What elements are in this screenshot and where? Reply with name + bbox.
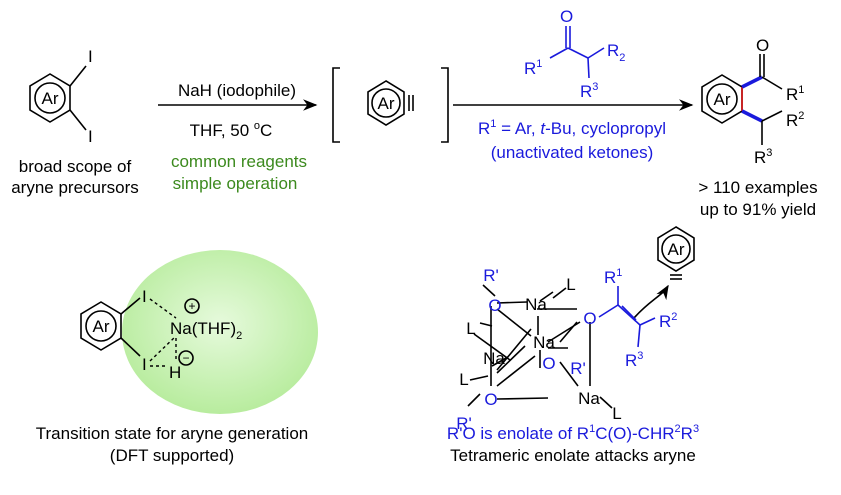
ts-caption-2: (DFT supported) [110, 446, 234, 465]
rprime-bottom: R' [456, 414, 472, 433]
rprime-middle: R' [570, 359, 586, 378]
sodium-2: Na [533, 333, 555, 352]
examples-count: > 110 examples [698, 178, 817, 197]
new-bond-acyl [741, 75, 763, 89]
oxygen-3: O [542, 354, 555, 373]
product-r3: R3 [754, 147, 772, 167]
reactant-iodine-2: I [88, 127, 93, 146]
ketone-r1: R1 [524, 58, 542, 78]
arrow2-unactivated: (unactivated ketones) [491, 143, 654, 162]
ts-sodium: Na(THF)2 [170, 319, 242, 342]
diiodoarene-reactant: Ar I I [29, 47, 93, 146]
oxygen-2: O [583, 309, 596, 328]
scope-line-2: aryne precursors [11, 178, 139, 197]
enolate-r3: R3 [625, 350, 643, 370]
arrow1-conditions: THF, 50 oC [190, 120, 273, 140]
ts-hydride: H [169, 363, 181, 382]
attack-arrow [633, 284, 669, 319]
reactant-iodine-1: I [88, 47, 93, 66]
ketone-r2: R2 [607, 41, 625, 64]
ts-ring-label: Ar [93, 317, 110, 336]
right-bracket [441, 67, 449, 143]
enolate-caption: R'O is enolate of R1C(O)-CHR2R3 [447, 423, 699, 443]
max-yield: up to 91% yield [700, 200, 816, 219]
aryne-intermediate: Ar [332, 67, 449, 143]
new-bond-alkyl [741, 109, 763, 123]
oxygen-4: O [484, 390, 497, 409]
left-bracket [332, 67, 340, 143]
enolate-tetramer: R' O Na L L Na O Na O R' L O Na L R' R1 … [456, 266, 677, 433]
green-note-1: common reagents [171, 152, 307, 171]
product-r2: R2 [786, 110, 804, 130]
aryne-attacked: Ar [633, 226, 695, 319]
ligand-1: L [566, 275, 575, 294]
product: Ar O R1 R2 R3 [701, 36, 804, 167]
enolate-r1: R1 [604, 267, 622, 287]
sodium-1: Na [525, 295, 547, 314]
ligand-3: L [459, 370, 468, 389]
aryne-ring-label: Ar [378, 94, 395, 113]
ketone-substrate: O R1 R2 R3 [524, 7, 625, 101]
ligand-4: L [612, 404, 621, 423]
positive-charge: + [188, 299, 195, 313]
product-oxygen: O [756, 36, 769, 55]
product-ring-label: Ar [714, 90, 731, 109]
sodium-3: Na [483, 349, 505, 368]
rprime-top: R' [483, 266, 499, 285]
ts-caption-1: Transition state for aryne generation [36, 424, 308, 443]
oxygen-1: O [488, 296, 501, 315]
transition-state: Ar I I Na(THF)2 + − H [80, 250, 318, 414]
ligand-2: L [466, 319, 475, 338]
transition-state-halo [122, 250, 318, 414]
arrow2-r1-scope: R1 = Ar, t-Bu, cyclopropyl [478, 118, 666, 138]
arrow1-reagent: NaH (iodophile) [178, 81, 296, 100]
negative-charge: − [182, 351, 189, 365]
ketone-oxygen: O [560, 7, 573, 26]
product-r1: R1 [786, 84, 804, 104]
scope-line-1: broad scope of [19, 157, 132, 176]
ts-iodine-top: I [142, 287, 147, 306]
tetramer-caption: Tetrameric enolate attacks aryne [450, 446, 696, 465]
enolate-r2: R2 [659, 311, 677, 331]
attacked-aryne-ring: Ar [668, 240, 685, 259]
reactant-ring-label: Ar [42, 89, 59, 108]
ts-iodine-bottom: I [142, 355, 147, 374]
ketone-r3: R3 [580, 81, 598, 101]
sodium-4: Na [578, 389, 600, 408]
green-note-2: simple operation [173, 174, 298, 193]
